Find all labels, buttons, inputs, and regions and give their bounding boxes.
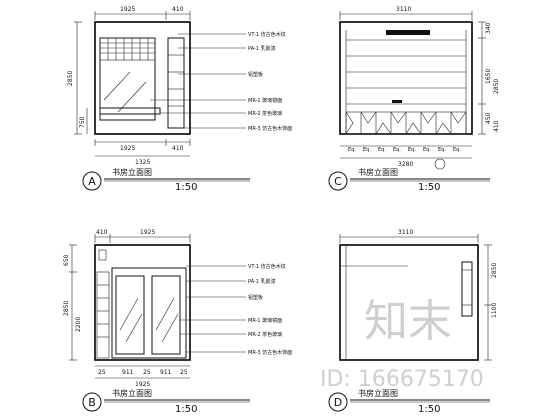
dim-d-right-1: 2850 bbox=[491, 263, 498, 278]
elevation-d: 3110 2850 1100 D 书房立面图 1:50 bbox=[328, 229, 498, 415]
elevation-b-wardrobe bbox=[111, 267, 187, 359]
eq-cell: Eq. bbox=[438, 147, 446, 153]
dim-b-left-3: 2850 bbox=[63, 301, 70, 316]
elevation-c-top-light bbox=[386, 30, 430, 35]
dim-c-right-4: 450 bbox=[485, 112, 492, 124]
wardrobe-left-door bbox=[115, 275, 145, 355]
dim-b-left-2: 2200 bbox=[75, 317, 82, 332]
wardrobe-right-door bbox=[151, 275, 181, 355]
mirror-glare-line bbox=[161, 313, 179, 343]
dim-b-top-2: 1925 bbox=[140, 229, 155, 236]
callout-a-5: MR-2 茶色玻璃 bbox=[248, 110, 282, 117]
elevation-d-scale: 1:50 bbox=[418, 404, 440, 415]
elevation-a-desk bbox=[99, 107, 161, 115]
elevation-c-scale: 1:50 bbox=[418, 182, 440, 193]
callout-a-3: 铝塑板 bbox=[248, 71, 263, 78]
callout-a-6: MR-3 仿古色木饰面 bbox=[248, 125, 292, 132]
dim-a-left-2: 750 bbox=[79, 116, 86, 128]
elevation-d-outline bbox=[339, 244, 479, 361]
elevation-a: 1925 410 2850 750 1925 410 bbox=[67, 6, 292, 193]
elevation-a-shelf-column bbox=[167, 37, 185, 129]
elevation-a-title: 书房立面图 bbox=[112, 167, 152, 177]
callout-a-1: VT-1 仿古色木纹 bbox=[248, 31, 286, 38]
dim-c-right-1: 340 bbox=[485, 22, 492, 34]
eq-cell: Eq. bbox=[393, 147, 401, 153]
elevation-b-callouts: VT-1 仿古色木纹 PA-1 乳胶漆 铝塑板 MR-1 玻璃镜面 MR-2 茶… bbox=[180, 263, 292, 356]
callout-b-6: MR-3 仿古色木饰面 bbox=[248, 349, 292, 356]
eq-cell: Eq. bbox=[348, 147, 356, 153]
section-marker bbox=[434, 158, 446, 170]
mirror-glare-line bbox=[119, 297, 139, 331]
dim-b-top-1: 410 bbox=[96, 229, 108, 236]
elevation-d-badge: D bbox=[334, 396, 342, 409]
dim-b-bottom-total: 1925 bbox=[135, 381, 150, 388]
watermark-brand: 知末 bbox=[364, 296, 452, 347]
elevation-c-book-block bbox=[392, 100, 402, 103]
elevation-b: 410 1925 650 2200 2850 25 911 25 911 25 bbox=[63, 229, 292, 415]
elevation-c: 3110 340 1650 2850 bbox=[328, 6, 500, 193]
callout-b-2: PA-1 乳胶漆 bbox=[248, 278, 276, 285]
elevation-a-scale: 1:50 bbox=[175, 182, 197, 193]
elevation-b-badge: B bbox=[88, 396, 96, 409]
elevation-d-title: 书房立面图 bbox=[358, 388, 398, 398]
elevation-a-outline bbox=[94, 21, 191, 135]
dim-a-left-1: 2850 bbox=[67, 71, 74, 86]
elevation-b-title: 书房立面图 bbox=[112, 388, 152, 398]
mirror-glare-line bbox=[125, 313, 143, 343]
dim-c-top: 3110 bbox=[396, 6, 411, 13]
dim-c-bottom-total: 3280 bbox=[398, 161, 413, 168]
callout-b-5: MR-2 茶色玻璃 bbox=[248, 331, 282, 338]
dim-d-right-2: 1100 bbox=[491, 303, 498, 318]
mirror-glare-line bbox=[103, 71, 131, 101]
watermark-id: ID: 166675170 bbox=[320, 367, 484, 392]
dim-c-right-5: 410 bbox=[493, 120, 500, 132]
elevation-d-badge-circle bbox=[328, 392, 348, 412]
elevation-c-title: 书房立面图 bbox=[358, 167, 398, 177]
elevation-a-badge: A bbox=[88, 175, 96, 188]
elevation-a-upper-grid bbox=[99, 37, 156, 61]
dim-a-bottom-2: 410 bbox=[172, 145, 184, 152]
eq-cell: Eq. bbox=[378, 147, 386, 153]
elevation-b-scale: 1:50 bbox=[175, 404, 197, 415]
dim-a-top-2: 410 bbox=[172, 6, 184, 13]
elevation-d-door-jamb bbox=[461, 261, 473, 317]
mirror-glare-line bbox=[155, 297, 175, 331]
callout-a-4: MR-1 玻璃镜面 bbox=[248, 97, 282, 104]
elevation-c-badge: C bbox=[334, 175, 342, 188]
dim-a-bottom-total: 1325 bbox=[135, 159, 150, 166]
dim-c-right-2: 1650 bbox=[485, 69, 492, 84]
elevation-b-badge-circle bbox=[82, 392, 102, 412]
eq-cell: Eq. bbox=[408, 147, 416, 153]
dim-d-top: 3110 bbox=[398, 229, 413, 236]
elevation-a-badge-circle bbox=[82, 171, 102, 191]
callout-b-4: MR-1 玻璃镜面 bbox=[248, 317, 282, 324]
eq-cell: Eq. bbox=[423, 147, 431, 153]
dim-b-left-1: 650 bbox=[63, 254, 70, 266]
dim-b-bottom-5: 25 bbox=[180, 369, 188, 376]
elevation-b-side-shelving bbox=[96, 249, 110, 359]
elevation-c-shelves bbox=[345, 30, 467, 134]
dim-b-bottom-2: 911 bbox=[122, 369, 134, 376]
callout-a-2: PA-1 乳胶漆 bbox=[248, 45, 276, 52]
dim-a-top-1: 1925 bbox=[120, 6, 135, 13]
mirror-glare-line bbox=[117, 81, 147, 113]
eq-cell: Eq. bbox=[453, 147, 461, 153]
dim-b-bottom-1: 25 bbox=[98, 369, 106, 376]
dim-b-bottom-4: 911 bbox=[160, 369, 172, 376]
elevation-c-bottom-dims: Eq. Eq. Eq. Eq. Eq. Eq. Eq. Eq. 3280 bbox=[340, 145, 472, 170]
dim-b-bottom-3: 25 bbox=[143, 369, 151, 376]
elevation-b-outline bbox=[94, 244, 191, 361]
elevation-c-badge-circle bbox=[328, 171, 348, 191]
watermark: 知末 ID: 166675170 bbox=[320, 296, 484, 392]
callout-b-3: 铝塑板 bbox=[248, 294, 263, 301]
dim-a-bottom-1: 1925 bbox=[120, 145, 135, 152]
dim-c-right-3: 2850 bbox=[493, 79, 500, 94]
elevation-a-callouts: VT-1 仿古色木纹 PA-1 乳胶漆 铝塑板 MR-1 玻璃镜面 MR-2 茶… bbox=[150, 31, 292, 132]
elevation-c-lower-cabinet bbox=[345, 111, 467, 135]
eq-cell: Eq. bbox=[363, 147, 371, 153]
callout-b-1: VT-1 仿古色木纹 bbox=[248, 263, 286, 270]
